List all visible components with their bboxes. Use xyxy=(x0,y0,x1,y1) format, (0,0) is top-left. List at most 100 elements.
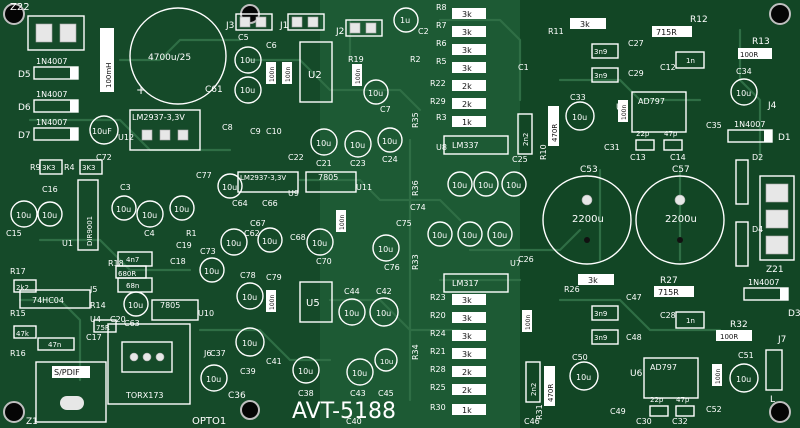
svg-text:C5: C5 xyxy=(238,33,249,42)
svg-text:U8: U8 xyxy=(436,143,447,152)
capacitor-c45: 10u C45 xyxy=(374,348,398,398)
svg-text:C1: C1 xyxy=(518,63,529,72)
svg-text:C34: C34 xyxy=(736,67,752,76)
svg-text:C17: C17 xyxy=(86,333,102,342)
svg-text:3n9: 3n9 xyxy=(594,72,607,80)
svg-text:10uF: 10uF xyxy=(92,127,112,136)
svg-text:3k: 3k xyxy=(462,10,472,19)
svg-text:C18: C18 xyxy=(170,257,186,266)
svg-text:D4: D4 xyxy=(752,225,763,234)
ground-pour-right xyxy=(520,0,800,428)
svg-text:10u: 10u xyxy=(128,301,143,310)
svg-text:R30: R30 xyxy=(430,403,446,412)
svg-text:R31: R31 xyxy=(535,404,544,420)
svg-text:3k: 3k xyxy=(462,296,472,305)
svg-text:R18: R18 xyxy=(108,259,124,268)
mount-hole-mid-bottom xyxy=(240,400,260,420)
label-z22: Z22 xyxy=(10,2,30,13)
svg-text:C9: C9 xyxy=(250,127,261,136)
capacitor-c15: 10u C15 xyxy=(6,200,38,238)
svg-text:C42: C42 xyxy=(376,287,392,296)
svg-text:74HC04: 74HC04 xyxy=(32,296,64,305)
diode-d6: D6 1N4007 xyxy=(18,90,79,113)
capacitor-c76: 10u C76 xyxy=(372,234,400,272)
ic-u6-ad797: AD797 U6 xyxy=(630,357,699,399)
smd-caps-100n: 100n 100n 100n 100n 100n 100n 100n 100n xyxy=(266,62,722,386)
svg-text:R27: R27 xyxy=(660,276,678,286)
svg-text:10u: 10u xyxy=(242,339,257,348)
svg-text:C21: C21 xyxy=(316,159,332,168)
svg-text:D3: D3 xyxy=(788,309,800,319)
svg-text:R36: R36 xyxy=(411,180,420,196)
connector-spdif: S/PDIF Z1 xyxy=(26,361,107,427)
svg-text:C36: C36 xyxy=(228,391,246,401)
svg-text:C72: C72 xyxy=(96,153,112,162)
svg-text:AD797: AD797 xyxy=(638,97,665,106)
svg-text:100n: 100n xyxy=(269,67,276,82)
svg-text:47p: 47p xyxy=(676,396,690,404)
svg-text:1n: 1n xyxy=(686,57,695,65)
svg-text:1N4007: 1N4007 xyxy=(36,57,67,66)
svg-text:R1: R1 xyxy=(186,229,197,238)
svg-text:C53: C53 xyxy=(580,165,598,175)
svg-text:R34: R34 xyxy=(411,344,420,360)
svg-text:R25: R25 xyxy=(430,383,446,392)
svg-text:10u: 10u xyxy=(576,373,591,382)
svg-text:R11: R11 xyxy=(548,27,564,36)
svg-text:+: + xyxy=(136,83,146,97)
svg-text:C13: C13 xyxy=(630,153,646,162)
capacitor-c56: 10u xyxy=(457,221,483,247)
regulator-u7-lm317: LM317 U7 xyxy=(443,259,521,293)
svg-text:C66: C66 xyxy=(262,199,278,208)
svg-text:J3: J3 xyxy=(225,21,234,31)
capacitor-c69: 10u xyxy=(257,227,283,253)
svg-text:2k: 2k xyxy=(462,82,472,91)
svg-text:10u: 10u xyxy=(452,181,467,190)
resistor-r32: 100R R32 xyxy=(716,320,752,341)
svg-text:R23: R23 xyxy=(430,293,446,302)
svg-text:10u: 10u xyxy=(376,309,391,318)
capacitor-c61: 4700u/25 C61 + xyxy=(129,7,227,105)
svg-text:10u: 10u xyxy=(382,137,397,146)
svg-text:R24: R24 xyxy=(430,329,446,338)
svg-text:680R: 680R xyxy=(118,270,136,278)
svg-text:715R: 715R xyxy=(656,28,677,37)
svg-text:10u: 10u xyxy=(572,113,587,122)
svg-text:3k: 3k xyxy=(462,46,472,55)
svg-text:R12: R12 xyxy=(690,15,708,25)
diode-d1: 1N4007 D1 xyxy=(727,120,791,143)
svg-text:R16: R16 xyxy=(10,349,26,358)
svg-text:AD797: AD797 xyxy=(650,363,677,372)
svg-text:LM2937-3,3V: LM2937-3,3V xyxy=(240,174,286,182)
svg-text:R29: R29 xyxy=(430,97,446,106)
svg-text:C63: C63 xyxy=(124,319,140,328)
mount-hole-tl xyxy=(3,3,25,25)
header-j1: J1 xyxy=(279,13,325,31)
capacitor-c51: 10u C51 xyxy=(729,351,759,393)
capacitor-c4: 10u C4 xyxy=(136,200,164,238)
svg-text:2k: 2k xyxy=(462,368,472,377)
svg-text:3k: 3k xyxy=(588,276,598,285)
svg-text:C70: C70 xyxy=(316,257,332,266)
svg-text:3k: 3k xyxy=(462,350,472,359)
svg-text:J4: J4 xyxy=(767,101,777,111)
svg-text:L: L xyxy=(770,395,775,405)
svg-text:R14: R14 xyxy=(90,301,106,310)
svg-text:10u: 10u xyxy=(174,205,189,214)
svg-text:J1: J1 xyxy=(279,21,288,31)
svg-text:R7: R7 xyxy=(436,21,447,30)
svg-text:10u: 10u xyxy=(462,231,477,240)
connector-z22-pad-1 xyxy=(35,23,53,43)
svg-text:1N4007: 1N4007 xyxy=(36,90,67,99)
capacitor-c34: 10u C34 xyxy=(730,67,758,106)
capacitor-c62: 10u C62 xyxy=(220,228,260,256)
svg-text:C4: C4 xyxy=(144,229,155,238)
svg-text:C10: C10 xyxy=(266,127,282,136)
svg-text:47p: 47p xyxy=(664,130,678,138)
svg-text:R6: R6 xyxy=(436,39,447,48)
svg-text:100n: 100n xyxy=(621,105,628,120)
svg-text:10u: 10u xyxy=(240,86,255,95)
diode-d5: D5 1N4007 xyxy=(18,57,79,80)
svg-text:1N4007: 1N4007 xyxy=(734,120,765,129)
capacitor-c57: 2200u C57 xyxy=(635,165,725,265)
